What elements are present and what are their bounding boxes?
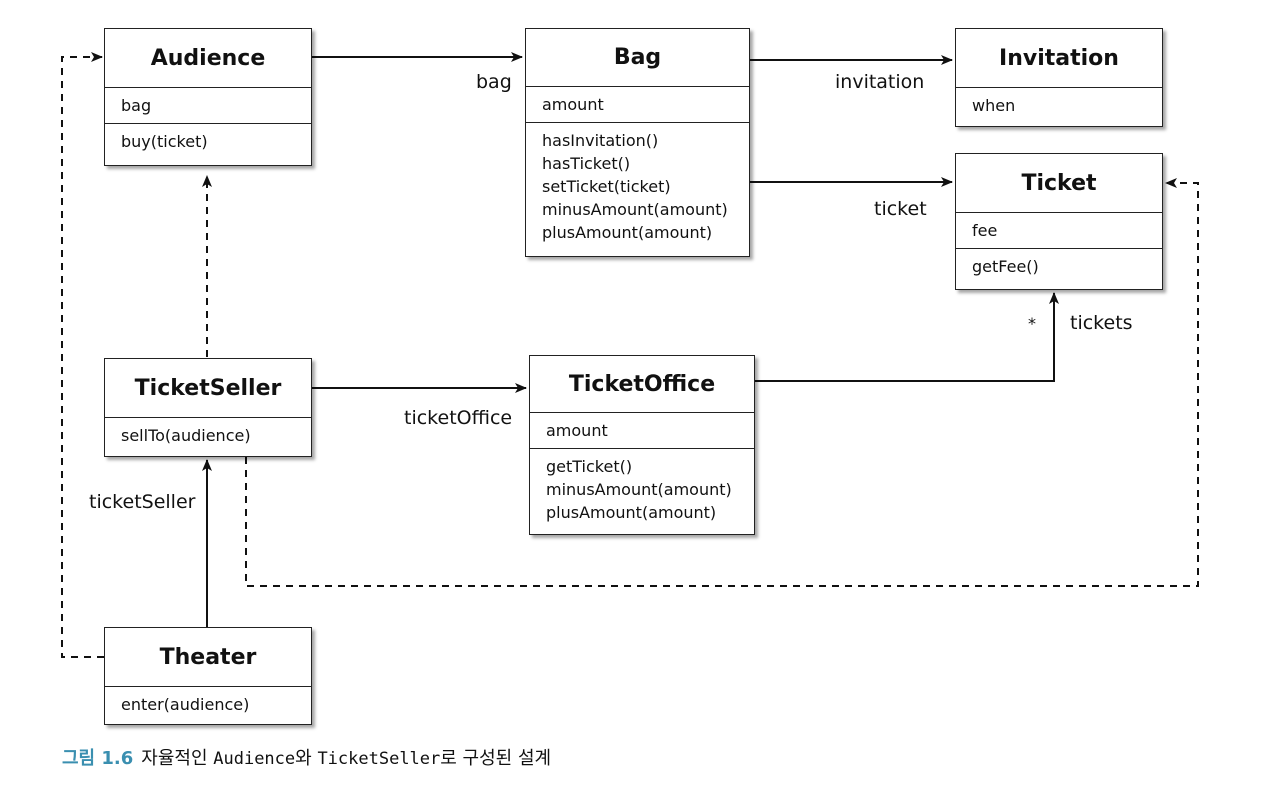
audience-class-name: Audience (105, 29, 311, 88)
theater-class-name: Theater (105, 628, 311, 687)
figure-caption: 그림 1.6 자율적인 Audience와 TicketSeller로 구성된 설… (62, 744, 551, 770)
attribute: amount (546, 421, 608, 440)
dep-ticketseller-ticket (245, 178, 1199, 587)
method: plusAmount(amount) (546, 503, 717, 522)
ticket-attributes: fee (956, 213, 1162, 249)
label-ticketseller: ticketSeller (89, 491, 196, 513)
ticketseller-class-name: TicketSeller (105, 359, 311, 418)
caption-text-3: 로 구성된 설계 (440, 748, 552, 769)
label-ticket: ticket (874, 198, 927, 220)
ticketoffice-attributes: amount (530, 413, 754, 449)
method: plusAmount(amount) (542, 223, 713, 242)
ticketseller-methods: sellTo(audience) (105, 418, 311, 453)
dep-theater-audience (61, 52, 104, 658)
method: getTicket() (546, 457, 633, 476)
audience-methods: buy(ticket) (105, 124, 311, 159)
ticket-methods: getFee() (956, 249, 1162, 284)
bag-attributes: amount (526, 87, 749, 123)
label-bag: bag (476, 71, 512, 93)
attribute: when (972, 96, 1016, 115)
audience-attributes: bag (105, 88, 311, 124)
method: minusAmount(amount) (542, 200, 728, 219)
label-tickets: tickets (1070, 312, 1133, 334)
audience-class: Audience bag buy(ticket) (104, 28, 312, 166)
ticket-class-name: Ticket (956, 154, 1162, 213)
caption-code-1: Audience (213, 749, 296, 769)
theater-methods: enter(audience) (105, 687, 311, 722)
method: enter(audience) (121, 695, 250, 714)
invitation-class-name: Invitation (956, 29, 1162, 88)
ticketseller-class: TicketSeller sellTo(audience) (104, 358, 312, 457)
figure-number: 그림 1.6 (62, 748, 134, 769)
bag-class-name: Bag (526, 29, 749, 87)
ticketoffice-methods: getTicket() minusAmount(amount) plusAmou… (530, 449, 754, 530)
method: getFee() (972, 257, 1039, 276)
attribute: amount (542, 95, 604, 114)
attribute: fee (972, 221, 998, 240)
ticket-class: Ticket fee getFee() (955, 153, 1163, 290)
ticketoffice-class-name: TicketOffice (530, 356, 754, 413)
method: hasInvitation() (542, 131, 659, 150)
ticketoffice-class: TicketOffice amount getTicket() minusAmo… (529, 355, 755, 535)
assoc-ticketoffice-ticket (755, 292, 1059, 382)
invitation-attributes: when (956, 88, 1162, 123)
bag-class: Bag amount hasInvitation() hasTicket() s… (525, 28, 750, 257)
caption-code-2: TicketSeller (317, 749, 441, 769)
attribute: bag (121, 96, 152, 115)
method: sellTo(audience) (121, 426, 251, 445)
label-ticketoffice: ticketOffice (404, 407, 513, 429)
caption-text-2: 와 (295, 748, 318, 769)
bag-methods: hasInvitation() hasTicket() setTicket(ti… (526, 123, 749, 250)
method: hasTicket() (542, 154, 631, 173)
invitation-class: Invitation when (955, 28, 1163, 127)
label-multiplicity: * (1028, 314, 1036, 333)
method: buy(ticket) (121, 132, 208, 151)
method: setTicket(ticket) (542, 177, 671, 196)
caption-text-1: 자율적인 (141, 748, 214, 769)
label-invitation: invitation (835, 71, 925, 93)
method: minusAmount(amount) (546, 480, 732, 499)
theater-class: Theater enter(audience) (104, 627, 312, 725)
